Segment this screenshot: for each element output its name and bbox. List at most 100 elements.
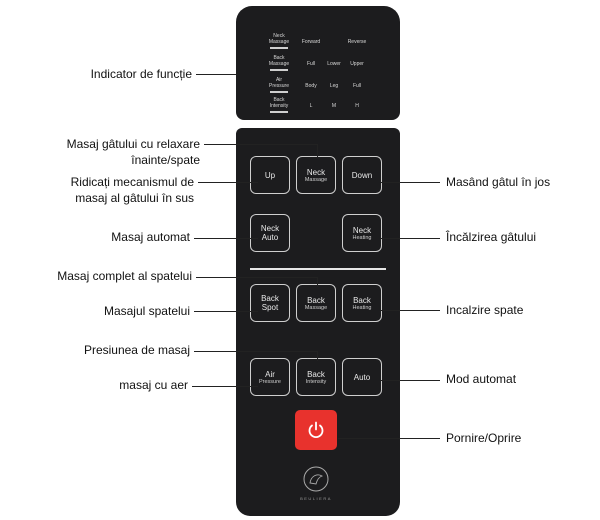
indicator-label: Air Pressure	[268, 77, 289, 89]
button-sublabel: Heating	[352, 304, 372, 311]
leader-line	[192, 386, 258, 387]
button-label: Back	[261, 294, 279, 303]
label-full-back-massage: Masaj complet al spatelui	[57, 269, 192, 283]
indicator-label: Reverse	[347, 39, 367, 45]
leader-line	[338, 438, 440, 439]
button-sublabel: Pressure	[258, 378, 281, 385]
button-label: Neck	[306, 167, 326, 177]
indicator-label: Forward	[301, 39, 321, 45]
brand-name: BEULIERA	[300, 496, 332, 501]
indicator-full: Full	[300, 61, 322, 68]
indicator-bar	[270, 47, 288, 49]
indicator-label: Full	[352, 83, 362, 89]
leader-line	[317, 351, 318, 361]
indicator-full-2: Full	[346, 83, 368, 90]
button-sublabel: Spot	[261, 303, 279, 312]
label-air-massage: masaj cu aer	[119, 378, 188, 392]
indicator-label: Full	[306, 61, 316, 67]
leader-line	[380, 238, 440, 239]
button-sublabel: Massage	[304, 176, 328, 183]
label-neck-relax-line2: înainte/spate	[131, 153, 200, 167]
label-back-heating: Incalzire spate	[446, 303, 524, 317]
leader-line	[204, 144, 318, 145]
auto-button[interactable]: Auto	[342, 358, 382, 396]
indicator-label: Body	[305, 83, 317, 89]
indicator-reverse: Reverse	[346, 39, 368, 46]
indicator-bar	[270, 91, 288, 93]
label-neck-down: Masând gâtul în jos	[446, 175, 551, 189]
indicator-high: H	[346, 103, 368, 110]
indicator-label: Upper	[350, 61, 364, 67]
leader-line	[198, 182, 258, 183]
power-button[interactable]	[295, 410, 337, 450]
leader-line	[317, 144, 318, 158]
label-massage-pressure: Presiunea de masaj	[83, 343, 190, 357]
label-auto-mode: Mod automat	[446, 372, 517, 386]
label-raise-line2: masaj al gâtului în sus	[75, 191, 194, 205]
indicator-lower: Lower	[323, 61, 345, 68]
indicator-upper: Upper	[346, 61, 368, 68]
leader-line	[196, 74, 236, 75]
leader-line	[380, 310, 440, 311]
leader-line	[317, 277, 318, 287]
label-function-indicator: Indicator de funcție	[90, 67, 192, 81]
indicator-bar	[270, 111, 288, 113]
leader-line	[194, 238, 258, 239]
up-button[interactable]: Up	[250, 156, 290, 194]
divider	[250, 268, 386, 270]
button-label: Up	[264, 170, 276, 180]
leader-line	[194, 351, 318, 352]
button-label: Neck	[260, 224, 280, 233]
button-label: Auto	[353, 372, 371, 382]
indicator-label: Lower	[327, 61, 341, 67]
label-power: Pornire/Oprire	[446, 431, 522, 445]
button-label: Back	[307, 295, 325, 305]
leader-line	[196, 277, 318, 278]
label-back-massage: Masajul spatelui	[103, 304, 190, 318]
indicator-forward: Forward	[300, 39, 322, 46]
indicator-label: Neck Massage	[268, 33, 290, 45]
function-indicator-display: Neck Massage Forward Reverse Back Massag…	[236, 6, 400, 120]
button-label: Back	[307, 369, 325, 379]
leader-line	[380, 380, 440, 381]
indicator-leg: Leg	[323, 83, 345, 90]
button-sublabel: Heating	[352, 234, 372, 241]
button-label: Back	[353, 295, 371, 305]
indicator-label: L	[309, 103, 313, 109]
button-label: Air	[265, 369, 275, 379]
label-auto-massage: Masaj automat	[111, 230, 190, 244]
indicator-label: Back Massage	[268, 55, 290, 67]
leader-line	[194, 311, 258, 312]
indicator-neck-massage: Neck Massage	[268, 33, 290, 49]
indicator-air-pressure: Air Pressure	[268, 77, 290, 93]
label-raise-line1: Ridicați mecanismul de	[70, 175, 194, 189]
indicator-label: Leg	[329, 83, 339, 89]
button-sublabel: Massage	[304, 304, 328, 311]
power-icon	[308, 421, 324, 439]
indicator-back-intensity: Back Intensity	[268, 97, 290, 113]
indicator-label: M	[331, 103, 337, 109]
label-neck-relax-line1: Masaj gâtului cu relaxare	[66, 137, 200, 151]
down-button[interactable]: Down	[342, 156, 382, 194]
indicator-bar	[270, 69, 288, 71]
button-sublabel: Intensity	[305, 378, 327, 385]
label-neck-heating: Încălzirea gâtului	[446, 230, 537, 244]
button-label: Down	[351, 170, 373, 180]
indicator-body: Body	[300, 83, 322, 90]
indicator-label: Back Intensity	[269, 97, 289, 109]
indicator-low: L	[300, 103, 322, 110]
leader-line	[380, 182, 440, 183]
button-label: Neck	[352, 225, 372, 235]
brand-logo-icon	[303, 466, 329, 492]
indicator-back-massage: Back Massage	[268, 55, 290, 71]
indicator-label: H	[355, 103, 359, 109]
